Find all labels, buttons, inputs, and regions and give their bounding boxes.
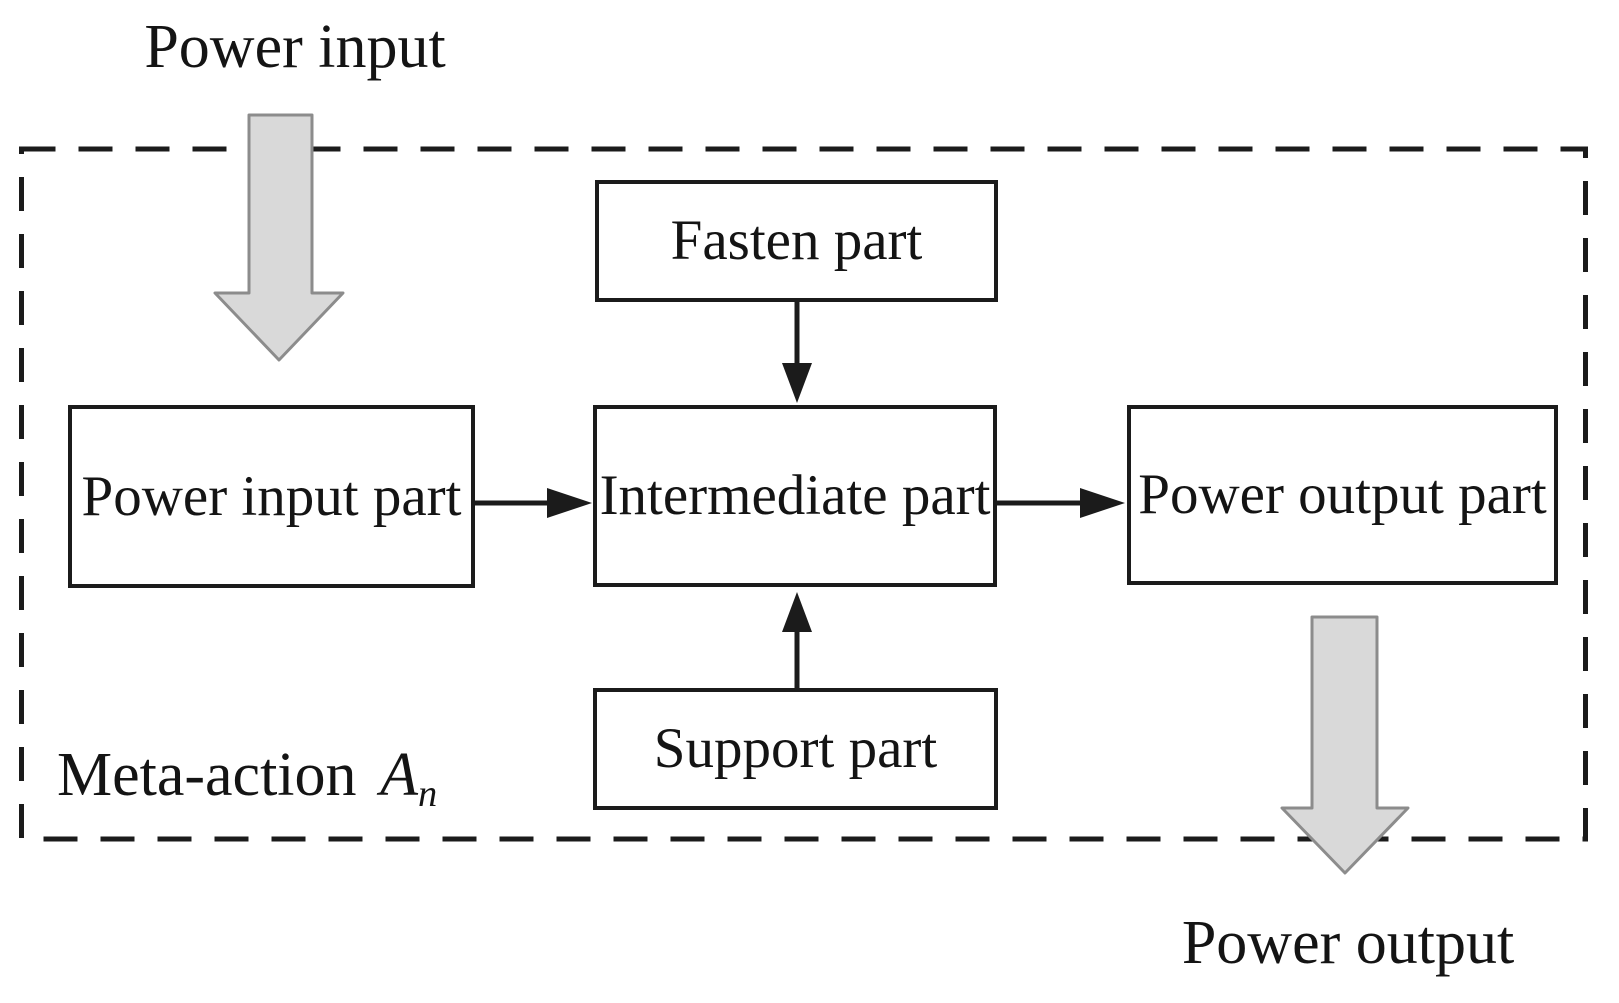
power-output-block-arrow-icon (1280, 615, 1410, 875)
meta-action-label-text: Meta-action (57, 741, 357, 809)
meta-action-boundary (19, 146, 1588, 842)
intermediate-part-box: Intermediate part (593, 405, 997, 587)
fasten-part-box: Fasten part (595, 180, 998, 302)
power-output-part-label: Power output part (1138, 463, 1547, 527)
power-input-label: Power input (144, 13, 446, 81)
meta-action-symbol: A (380, 741, 418, 809)
power-input-block-arrow-icon (213, 113, 345, 362)
meta-action-subscript: n (417, 772, 438, 815)
support-part-box: Support part (593, 688, 998, 810)
fasten-part-label: Fasten part (670, 209, 923, 273)
power-output-label: Power output (1181, 909, 1515, 977)
power-input-part-box: Power input part (68, 405, 475, 588)
power-input-part-label: Power input part (81, 464, 462, 528)
arrow-support-to-intermediate (782, 592, 812, 688)
support-part-label: Support part (653, 717, 938, 781)
meta-action-label: Meta-action An (57, 740, 437, 813)
intermediate-part-label: Intermediate part (599, 464, 991, 528)
arrow-intermediate-to-poweroutput (997, 488, 1125, 518)
power-output-part-box: Power output part (1127, 405, 1558, 585)
arrow-powerinput-to-intermediate (475, 488, 592, 518)
arrow-fasten-to-intermediate (782, 302, 812, 403)
